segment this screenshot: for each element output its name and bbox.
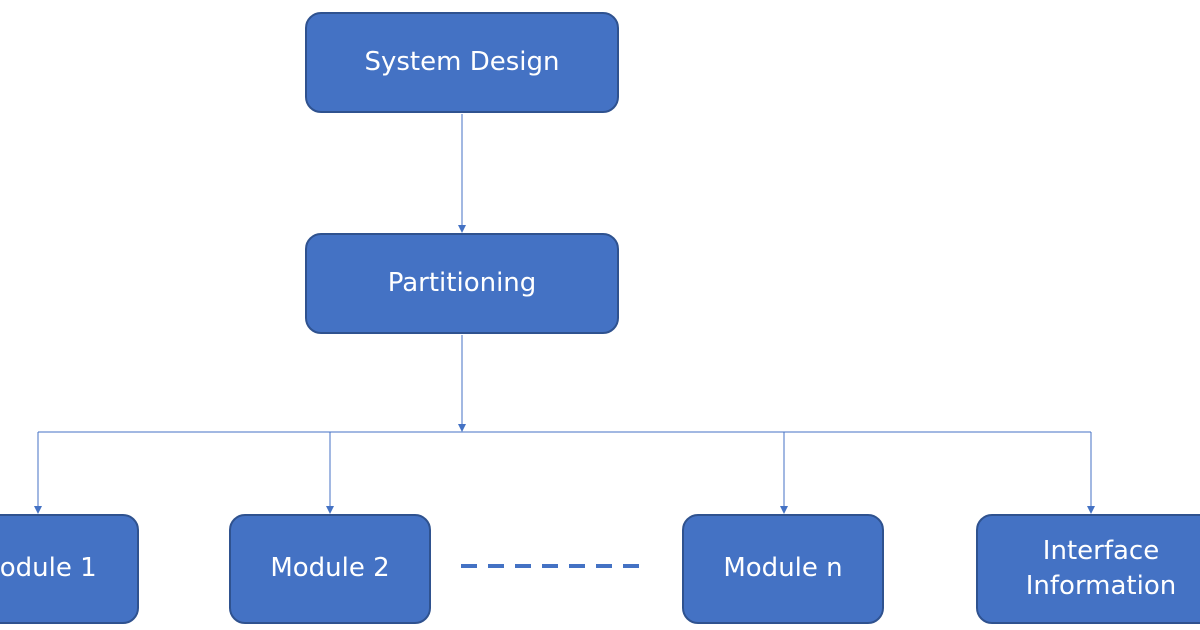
module-n-node: Module n bbox=[682, 514, 884, 624]
system-design-label: System Design bbox=[364, 46, 560, 77]
partitioning-label: Partitioning bbox=[387, 267, 537, 298]
interface-information-node: Interface Information bbox=[976, 514, 1200, 624]
module-2-label: Module 2 bbox=[270, 553, 390, 584]
module-1-label: Module 1 bbox=[0, 553, 97, 584]
module-1-node: Module 1 bbox=[0, 514, 139, 624]
interface-label-line-1: Interface bbox=[1042, 535, 1160, 566]
interface-label-line-2: Information bbox=[1025, 571, 1177, 601]
system-design-node: System Design bbox=[305, 12, 619, 113]
module-n-label: Module n bbox=[723, 553, 843, 584]
module-2-node: Module 2 bbox=[229, 514, 431, 624]
partitioning-node: Partitioning bbox=[305, 233, 619, 334]
